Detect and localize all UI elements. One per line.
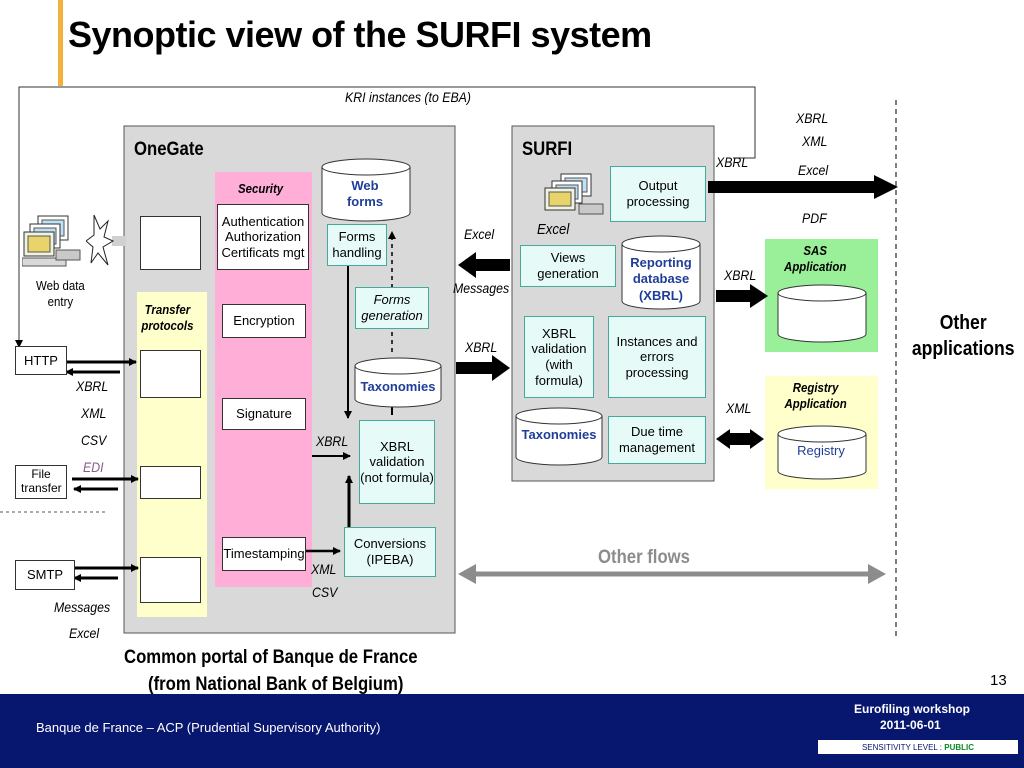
auth-box: Authentication Authorization Certificats…	[217, 204, 309, 270]
inner-csv-label: CSV	[312, 584, 338, 600]
smtp-box[interactable]: SMTP	[15, 560, 75, 590]
format-xbrl: XBRL	[76, 378, 109, 394]
smtp-port-box	[140, 557, 201, 603]
onegate-caption-line2: (from National Bank of Belgium)	[148, 674, 404, 695]
instances-label: Instances and errors processing	[616, 333, 698, 380]
signature-box: Signature	[222, 398, 306, 430]
forms-handling-box: Forms handling	[327, 224, 387, 266]
xml-registry-arrow	[716, 429, 764, 449]
surfi-xbrl-validation-label: XBRL validation (with formula)	[531, 325, 587, 388]
out-excel-label: Excel	[798, 162, 829, 178]
web-entry-port-box	[140, 216, 201, 270]
footer-org: Banque de France – ACP (Prudential Super…	[36, 720, 381, 735]
output-processing-label: Output processing	[626, 178, 690, 209]
out-xbrl-right-label: XBRL	[796, 110, 829, 126]
onegate-title: OneGate	[134, 139, 204, 160]
forms-generation-label: Forms generation	[361, 292, 423, 323]
due-time-box: Due time management	[608, 416, 706, 464]
xbrl-sas-label: XBRL	[724, 267, 757, 283]
timestamping-box: Timestamping	[222, 537, 306, 571]
page-number: 13	[990, 672, 1007, 689]
computers-icon	[22, 215, 81, 267]
messages-mid-label: Messages	[453, 280, 510, 296]
onegate-taxonomies-label: Taxonomies	[360, 379, 436, 394]
views-generation-box: Views generation	[520, 245, 616, 287]
surfi-taxonomies-label: Taxonomies	[521, 427, 597, 442]
footer-event: Eurofiling workshop	[854, 702, 970, 716]
onegate-xbrl-validation-label: XBRL validation (not formula)	[360, 438, 434, 485]
encryption-box: Encryption	[222, 304, 306, 338]
onegate-taxonomies-cylinder	[354, 357, 442, 408]
http-box[interactable]: HTTP	[15, 346, 67, 375]
xbrl-mid-label: XBRL	[465, 339, 498, 355]
excel-mid-label: Excel	[464, 226, 495, 242]
sas-cylinder	[777, 284, 867, 343]
out-xbrl-top-label: XBRL	[716, 154, 749, 170]
web-forms-label: Web forms	[346, 178, 384, 209]
conversions-box: Conversions (IPEBA)	[344, 527, 436, 577]
smtp-messages-label: Messages	[54, 599, 111, 615]
web-data-entry-label: Web data entry	[36, 278, 85, 309]
registry-app-label: Registry Application	[784, 380, 847, 411]
xbrl-sas-arrow	[716, 284, 768, 308]
other-flows-arrowhead-right	[868, 564, 886, 584]
format-xml: XML	[81, 405, 107, 421]
page-title: Synoptic view of the SURFI system	[68, 14, 652, 55]
file-transfer-box[interactable]: File transfer	[15, 465, 67, 499]
kri-label: KRI instances (to EBA)	[345, 89, 471, 105]
due-time-label: Due time management	[619, 424, 695, 455]
views-generation-label: Views generation	[537, 250, 599, 281]
instances-box: Instances and errors processing	[608, 316, 706, 398]
inner-xbrl-label: XBRL	[316, 433, 349, 449]
surfi-title: SURFI	[522, 139, 573, 160]
sas-label: SAS Application	[784, 243, 847, 274]
xbrl-to-surfi-arrow	[456, 355, 510, 381]
other-flows-arrowhead-left	[458, 564, 476, 584]
forms-handling-label: Forms handling	[332, 229, 382, 260]
surfi-computers-icon	[544, 173, 604, 215]
surfi-excel-label: Excel	[537, 221, 570, 238]
output-thick-arrow	[708, 175, 898, 199]
out-xml-label: XML	[802, 133, 828, 149]
security-label: Security	[238, 181, 284, 196]
xml-registry-label: XML	[726, 400, 752, 416]
connection-burst-icon	[86, 214, 114, 266]
footer-bar	[0, 694, 1024, 768]
auth-label: Authentication Authorization Certificats…	[221, 213, 305, 260]
file-transfer-port-box	[140, 466, 201, 499]
surfi-xbrl-validation-box: XBRL validation (with formula)	[524, 316, 594, 398]
smtp-excel-label: Excel	[69, 625, 100, 641]
kri-loop-arrowhead	[15, 340, 23, 348]
forms-generation-box: Forms generation	[355, 287, 429, 329]
reporting-db-label: Reporting database (XBRL)	[630, 255, 692, 303]
sensitivity-badge: SENSITIVITY LEVEL : PUBLIC	[818, 740, 1018, 754]
http-port-box	[140, 350, 201, 398]
file-transfer-label: File transfer	[21, 467, 62, 495]
sensitivity-label: SENSITIVITY LEVEL :	[861, 742, 942, 752]
surfi-taxonomies-cylinder	[515, 407, 603, 466]
web-entry-connector	[112, 236, 126, 246]
web-forms-cylinder	[321, 158, 411, 222]
other-flows-label: Other flows	[598, 547, 690, 568]
out-pdf-label: PDF	[802, 210, 827, 226]
output-processing-box: Output processing	[610, 166, 706, 222]
footer-date: 2011-06-01	[880, 718, 941, 732]
inner-xml-label: XML	[311, 561, 337, 577]
sensitivity-value: PUBLIC	[944, 742, 975, 752]
format-edi: EDI	[83, 459, 104, 475]
onegate-caption-line1: Common portal of Banque de France	[124, 647, 418, 668]
other-applications-label: Other applications	[911, 312, 1015, 360]
excel-to-onegate-arrow	[458, 252, 510, 278]
conversions-label: Conversions (IPEBA)	[353, 536, 427, 567]
registry-label: Registry	[797, 443, 845, 458]
onegate-xbrl-validation-box: XBRL validation (not formula)	[359, 420, 435, 504]
format-csv: CSV	[81, 432, 107, 448]
kri-loop-line	[18, 86, 756, 345]
transfer-protocols-label: Transfer protocols	[141, 302, 194, 333]
title-accent-bar	[58, 0, 63, 86]
registry-cylinder	[777, 425, 867, 480]
reporting-db-cylinder	[621, 235, 701, 310]
